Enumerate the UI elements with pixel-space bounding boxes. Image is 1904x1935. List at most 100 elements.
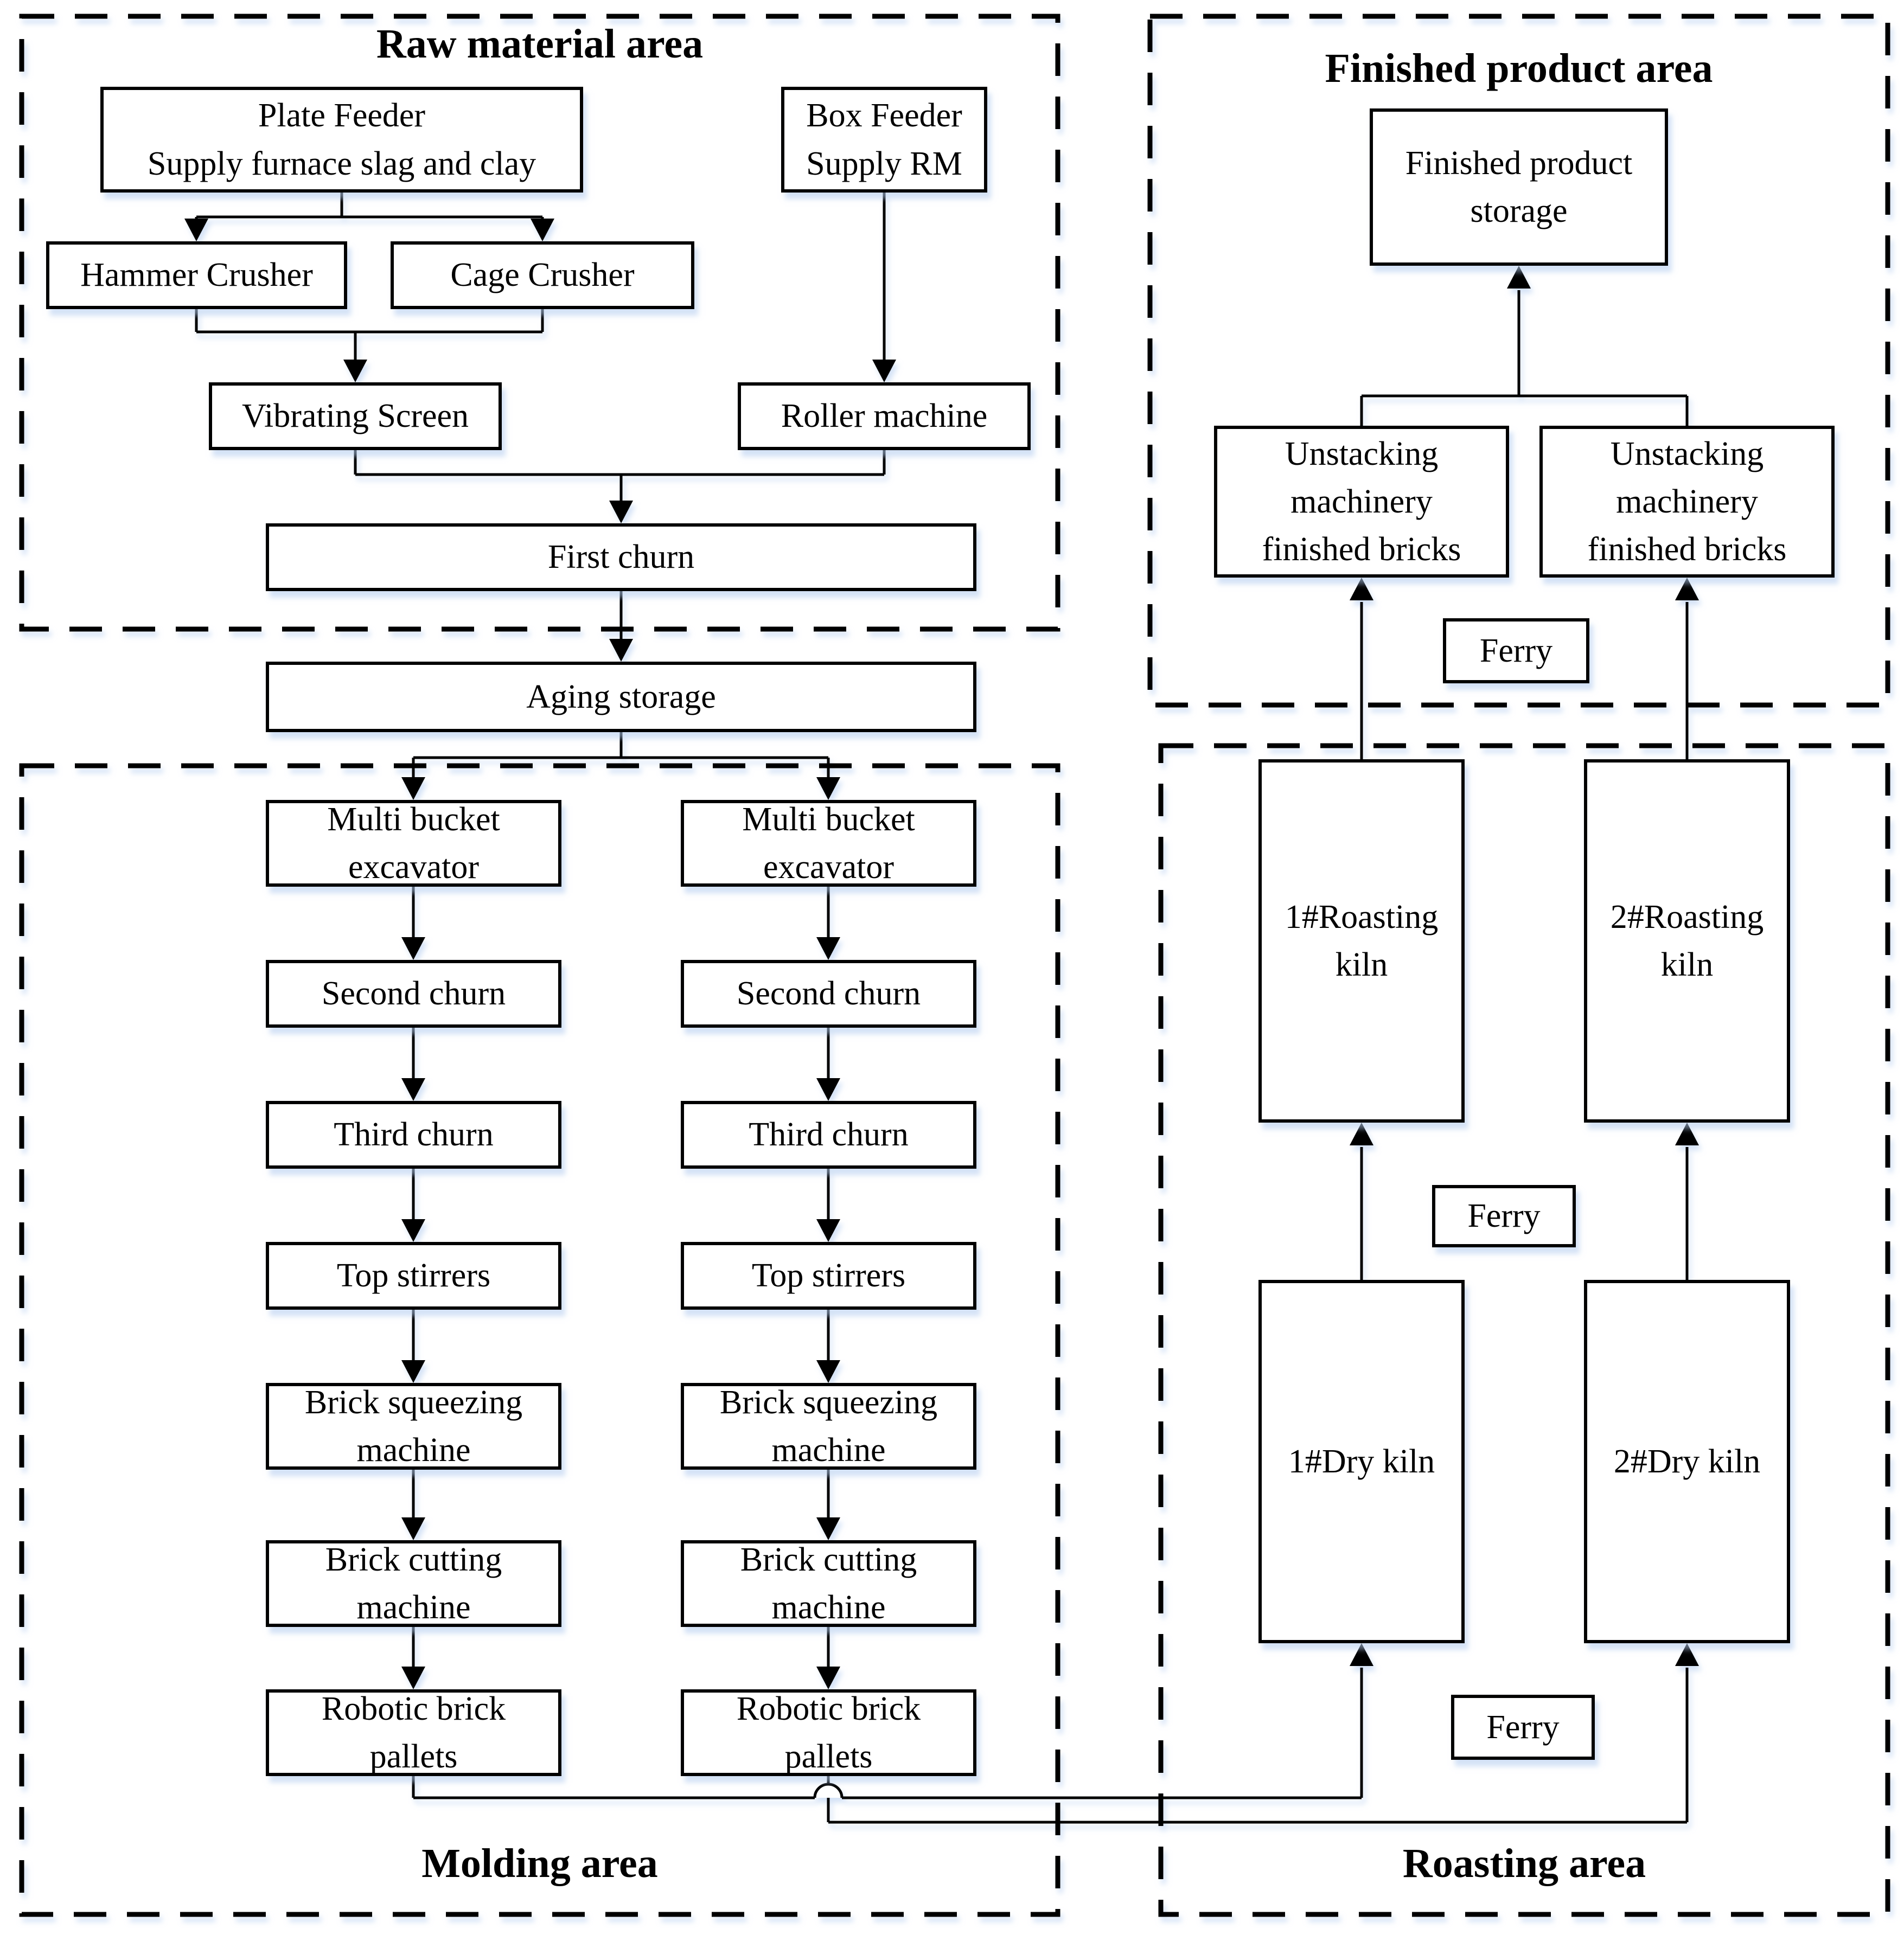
brick-cutting-left-line2: machine	[356, 1589, 471, 1626]
robotic-brick-pallets-right-box: Robotic brick pallets	[681, 1689, 976, 1776]
unstacking-right-line2: machinery	[1616, 483, 1758, 520]
second-churn-right-box: Second churn	[681, 960, 976, 1028]
unstacking-left-line3: finished bricks	[1262, 531, 1461, 568]
arrowhead	[401, 1667, 425, 1689]
arrowhead	[343, 360, 367, 382]
robotic-brick-pallets-left-box: Robotic brick pallets	[266, 1689, 561, 1776]
roasting-kiln-1-box: 1#Roasting kiln	[1258, 759, 1465, 1123]
plate-feeder-line2: Supply furnace slag and clay	[147, 145, 536, 182]
raw-material-area-title: Raw material area	[376, 21, 704, 67]
box-feeder-line2: Supply RM	[806, 145, 962, 182]
dry-kiln-2-box: 2#Dry kiln	[1584, 1280, 1790, 1643]
line-jump	[813, 1783, 844, 1798]
roasting-kiln-2-line2: kiln	[1660, 946, 1714, 983]
box-feeder-line1: Box Feeder	[806, 97, 962, 134]
third-churn-right-box: Third churn	[681, 1101, 976, 1169]
brick-squeezing-left-line2: machine	[356, 1432, 471, 1469]
box-feeder-box: Box Feeder Supply RM	[781, 87, 987, 193]
arrowhead	[609, 501, 633, 523]
unstacking-machinery-right-box: Unstacking machinery finished bricks	[1539, 426, 1835, 578]
brick-squeezing-right-line1: Brick squeezing	[719, 1383, 938, 1421]
multi-bucket-excavator-left-line2: excavator	[348, 849, 479, 886]
brick-cutting-right-line1: Brick cutting	[740, 1541, 917, 1578]
arrowheads	[184, 219, 1699, 1689]
arrowhead	[816, 1360, 840, 1383]
flow-connectors	[195, 193, 1689, 1824]
robotic-pallets-right-line1: Robotic brick	[736, 1690, 921, 1727]
hammer-crusher-box: Hammer Crusher	[46, 241, 347, 309]
arrowhead	[816, 1078, 840, 1101]
robotic-pallets-left-line1: Robotic brick	[321, 1690, 506, 1727]
brick-squeezing-machine-right-box: Brick squeezing machine	[681, 1383, 976, 1470]
roasting-kiln-1-line1: 1#Roasting	[1285, 898, 1439, 936]
aging-storage-box: Aging storage	[266, 662, 976, 732]
brick-cutting-left-line1: Brick cutting	[325, 1541, 502, 1578]
arrowhead	[1675, 578, 1699, 600]
arrowhead	[816, 1667, 840, 1689]
molding-area-title: Molding area	[421, 1841, 658, 1886]
arrowhead	[1507, 266, 1531, 289]
dry-kiln-1-box: 1#Dry kiln	[1258, 1280, 1465, 1643]
first-churn-box: First churn	[266, 523, 976, 591]
ferry-finished-area-box: Ferry	[1443, 618, 1589, 683]
arrowhead	[401, 1219, 425, 1242]
arrowhead	[816, 1219, 840, 1242]
vibrating-screen-box: Vibrating Screen	[209, 382, 502, 450]
arrowhead	[609, 639, 633, 662]
arrowhead	[816, 937, 840, 960]
finished-product-storage-box: Finished product storage	[1370, 108, 1668, 266]
finished-product-area-title: Finished product area	[1325, 46, 1713, 91]
third-churn-left-box: Third churn	[266, 1101, 561, 1169]
roasting-area-border	[1158, 743, 1890, 1917]
finished-storage-line2: storage	[1470, 193, 1568, 229]
ferry-roasting-lower-box: Ferry	[1451, 1695, 1595, 1760]
arrowhead	[184, 219, 208, 241]
unstacking-right-line1: Unstacking	[1610, 435, 1764, 472]
unstacking-machinery-left-box: Unstacking machinery finished bricks	[1214, 426, 1509, 578]
raw-material-area-border	[19, 14, 1060, 632]
molding-area-border	[19, 763, 1060, 1917]
multi-bucket-excavator-left-box: Multi bucket excavator	[266, 800, 561, 887]
arrowhead	[401, 1078, 425, 1101]
unstacking-left-line1: Unstacking	[1285, 435, 1439, 472]
arrowhead	[816, 777, 840, 800]
finished-product-area-border	[1147, 14, 1890, 708]
brick-squeezing-machine-left-box: Brick squeezing machine	[266, 1383, 561, 1470]
multi-bucket-excavator-right-line1: Multi bucket	[742, 800, 915, 838]
arrowhead	[816, 1517, 840, 1540]
arrowhead	[1350, 1643, 1373, 1666]
robotic-pallets-right-line2: pallets	[784, 1738, 873, 1775]
ferry-roasting-upper-box: Ferry	[1432, 1185, 1576, 1247]
roasting-kiln-2-box: 2#Roasting kiln	[1584, 759, 1790, 1123]
multi-bucket-excavator-right-box: Multi bucket excavator	[681, 800, 976, 887]
top-stirrers-right-box: Top stirrers	[681, 1242, 976, 1310]
plate-feeder-line1: Plate Feeder	[258, 97, 426, 134]
roasting-kiln-2-line1: 2#Roasting	[1610, 898, 1764, 936]
arrowhead	[401, 1360, 425, 1383]
finished-storage-line1: Finished product	[1405, 144, 1633, 182]
plate-feeder-box: Plate Feeder Supply furnace slag and cla…	[100, 87, 583, 193]
multi-bucket-excavator-right-line2: excavator	[763, 849, 894, 886]
robotic-pallets-left-line2: pallets	[369, 1738, 458, 1775]
arrowhead	[401, 937, 425, 960]
multi-bucket-excavator-left-line1: Multi bucket	[327, 800, 500, 838]
roasting-area-title: Roasting area	[1402, 1841, 1646, 1886]
brick-squeezing-right-line2: machine	[771, 1432, 886, 1469]
brick-cutting-machine-right-box: Brick cutting machine	[681, 1540, 976, 1627]
cage-crusher-box: Cage Crusher	[391, 241, 694, 309]
arrowhead	[872, 360, 896, 382]
top-stirrers-left-box: Top stirrers	[266, 1242, 561, 1310]
arrowhead	[1350, 578, 1373, 600]
arrowhead	[1675, 1643, 1699, 1666]
arrowhead	[531, 219, 554, 241]
brick-cutting-right-line2: machine	[771, 1589, 886, 1626]
roasting-kiln-1-line2: kiln	[1335, 946, 1388, 983]
unstacking-left-line2: machinery	[1290, 483, 1433, 520]
arrowhead	[1350, 1123, 1373, 1145]
arrowhead	[1675, 1123, 1699, 1145]
unstacking-right-line3: finished bricks	[1587, 531, 1787, 568]
brick-squeezing-left-line1: Brick squeezing	[304, 1383, 523, 1421]
arrowhead	[401, 1517, 425, 1540]
